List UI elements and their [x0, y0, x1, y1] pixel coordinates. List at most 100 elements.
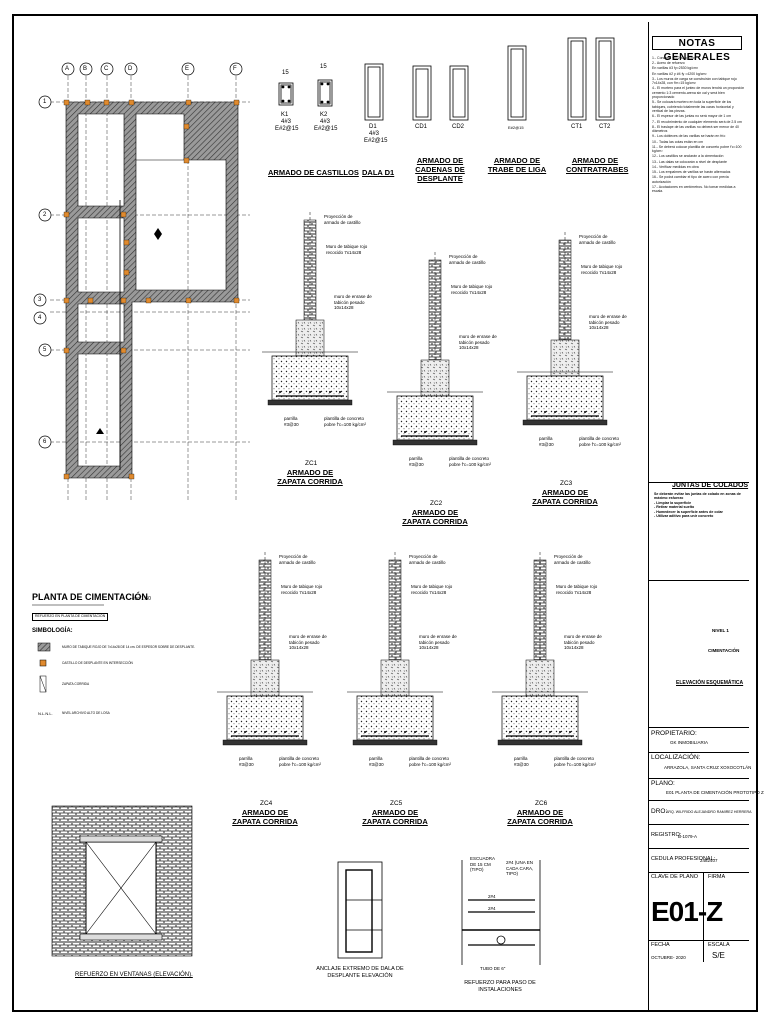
trabe-liga-section [507, 45, 527, 121]
zapata-title: ARMADO DE ZAPATA CORRIDA [362, 808, 428, 826]
trabe-bars: E#2@15 [508, 125, 524, 130]
contratrabe-sections [567, 37, 615, 121]
juntas-title: JUNTAS DE COLADOS [672, 482, 749, 489]
tb-vertical-divider [703, 872, 704, 962]
nota-item: 9.- Los dobleces de las varillas se hará… [652, 134, 726, 139]
zapata-muro-note: Muro de tabique rojo recocido 7x14x28 [411, 584, 453, 595]
castillo-k2-est: E#2@15 [314, 126, 338, 132]
legend-item-muro: MURO DE TABIQUE ROJO DE 7x14x28 DE 14 cm… [62, 645, 196, 649]
nota-item: 14.- Verificar medidas en obra [652, 164, 699, 169]
axis-label-c: C [104, 66, 109, 72]
junta-item: - Humedecer la superficie antes de colar [654, 509, 723, 514]
zapata-sections [217, 212, 613, 746]
junta-item: Se deberán evitar las juntas de colado e… [654, 492, 741, 501]
nota-item: 10.- Todas las cotas están en cm [652, 139, 704, 144]
zapata-section-zc1 [262, 212, 358, 406]
tb-registro-label: REGISTRO: [651, 832, 682, 838]
axis-label-2: 2 [43, 212, 47, 218]
simbologia-title: SIMBOLOGÍA: [32, 628, 73, 634]
tb-dro: ARQ. WILFRIDO ALEJANDRO RAMIREZ HERRERA [666, 810, 752, 814]
zapata-parrilla-note: parrilla #3@30 [409, 456, 424, 467]
axis-label-d: D [128, 66, 133, 72]
cadena-cd1-section [412, 65, 469, 121]
plan-axis-bubbles [33, 62, 243, 449]
zapata-code: ZC6 [535, 800, 548, 807]
nota-item: 15.- Los empalmes de varillas se harán a… [652, 170, 731, 175]
axis-label-6: 6 [43, 439, 47, 445]
zapata-plantilla-note: plantilla de concreto pobre f'c=100 kg/c… [324, 416, 367, 427]
tb-divider-propietario [649, 727, 749, 728]
plan-castillos [63, 99, 240, 480]
zapata-plantilla-note: plantilla de concreto pobre f'c=100 kg/c… [554, 756, 597, 767]
nota-item: En varillas #3 fy=2530 kg/cm² [652, 66, 699, 71]
zapata-code: ZC4 [260, 800, 273, 807]
drawing-canvas [32, 37, 615, 965]
elevation-nivel-label: NIVEL 1 [712, 628, 729, 633]
nota-item: 12.- Los castillos se anclarán a la cime… [652, 154, 724, 159]
zapata-muro-note: Muro de tabique rojo recocido 7x14x28 [281, 584, 323, 595]
zapata-title: ARMADO DE ZAPATA CORRIDA [402, 508, 468, 526]
tb-dro-label: DRO: [651, 808, 668, 815]
tb-divider-localizacion [649, 752, 749, 753]
tb-plano-label: PLANO: [651, 780, 675, 787]
nota-item: 13.- Las dalas se colocarán a nivel de d… [652, 159, 727, 164]
zapata-code: ZC1 [305, 460, 318, 467]
contratrabes-title: ARMADO DE CONTRATRABES [566, 156, 629, 174]
tb-cedula-label: CEDULA PROFESIONAL: [651, 856, 716, 862]
pipe-2x4-b: 2#4 [488, 906, 496, 911]
legend-symbols [37, 642, 51, 693]
legend-item-zapata: ZAPATA CORRIDA [62, 682, 90, 686]
castillo-k2-section [317, 79, 333, 107]
tb-registro: B-1079-A [678, 834, 698, 839]
elevation-cimentacion-label: CIMENTACIÓN [708, 648, 740, 653]
axis-label-f: F [233, 66, 237, 72]
pipe-tubo-note: TUBO DE 6" [480, 966, 506, 971]
tb-propietario: GK INMOBILIARIA [670, 740, 709, 745]
castillo-k2-dim: 15 [320, 64, 327, 70]
zapata-proyeccion-note: Proyección de armado de castillo [579, 234, 616, 245]
tb-clave-label: CLAVE DE PLANO [651, 874, 698, 880]
zapata-muro-note: Muro de tabique rojo recocido 7x14x28 [556, 584, 598, 595]
tb-divider-juntas [649, 482, 749, 483]
zapata-plantilla-note: plantilla de concreto pobre f'c=100 kg/c… [279, 756, 322, 767]
tb-cedula: 2482407 [700, 858, 718, 863]
tb-localizacion: ARRAZOLA, SANTA CRUZ XOXOCOTLÁN [664, 765, 752, 770]
nota-item: 16.- Se podrá cambiar el tipo de acero c… [652, 175, 729, 184]
plan-walls [65, 101, 239, 479]
castillo-k2-name: K2 [320, 112, 328, 118]
axis-label-a: A [65, 66, 70, 72]
zapata-enrase-note: muro de enrase de tabicón pesado 10x14x2… [459, 334, 497, 350]
zapata-title: ARMADO DE ZAPATA CORRIDA [507, 808, 573, 826]
castillo-k1-est: E#2@15 [275, 126, 299, 132]
pipe-reinforcement-detail [461, 860, 541, 965]
castillo-k1-dim: 15 [282, 70, 289, 76]
tb-escala-label: ESCALA [708, 942, 730, 948]
dala-bars: 4#3 [369, 131, 380, 137]
castillos-title: ARMADO DE CASTILLOS [268, 168, 359, 177]
zapata-proyeccion-note: Proyección de armado de castillo [279, 554, 316, 565]
axis-label-e: E [185, 66, 190, 72]
plan-section-marks [96, 228, 162, 434]
tb-clave-value: E01-Z [651, 896, 723, 927]
nota-item: 7.- El recubrimiento de cualquier elemen… [652, 119, 742, 124]
anchor-detail [337, 861, 383, 959]
elevation-title: ELEVACIÓN ESQUEMÁTICA [676, 680, 744, 686]
zapata-proyeccion-note: Proyección de armado de castillo [409, 554, 446, 565]
zapata-parrilla-note: parrilla #3@30 [369, 756, 384, 767]
dala-est: E#2@15 [364, 138, 388, 144]
tb-divider-clave [649, 872, 749, 873]
pipe-escuadra-note: ESCUADRA DE 15 CM (TIPO) [470, 856, 495, 872]
axis-label-3: 3 [38, 297, 42, 303]
cadenas-title: ARMADO DE CADENAS DE DESPLANTE [415, 156, 465, 183]
window-detail-label: REFUERZO EN VENTANAS (ELEVACIÓN). [75, 972, 193, 978]
pipe-una-cada-note: 2#4 (UNA EN CADA CARA, TIPO) [506, 860, 534, 876]
dala-title: DALA D1 [362, 168, 395, 177]
zapata-section-zc6 [492, 552, 588, 746]
dala-name: D1 [369, 124, 377, 130]
drawing-sheet-border [12, 14, 758, 1012]
zapata-muro-note: Muro de tabique rojo recocido 7x14x28 [326, 244, 368, 255]
contratrabe-ct1-name: CT1 [571, 124, 583, 130]
plan-scale: esc 1:50 [132, 596, 151, 602]
zapata-parrilla-note: parrilla #3@30 [514, 756, 529, 767]
